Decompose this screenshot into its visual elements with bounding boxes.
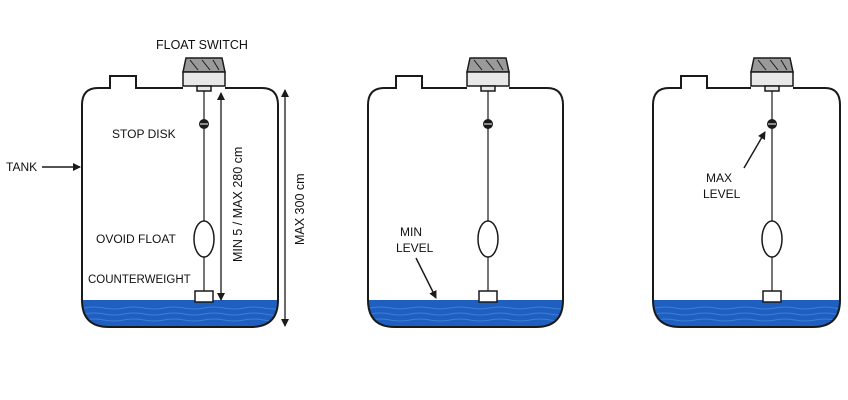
water-ripples-tank-3 [654, 306, 840, 322]
tank-height-label: MAX 300 cm [293, 173, 307, 245]
counterweight-label: COUNTERWEIGHT [88, 274, 191, 286]
ovoid-float-label: OVOID FLOAT [96, 232, 176, 246]
tank-2-body [367, 87, 564, 328]
cable-length-label: MIN 5 / MAX 280 cm [231, 147, 245, 262]
water-ripples-tank-2 [369, 306, 563, 322]
tank-2-vent-neck [395, 75, 423, 90]
tank-2: MIN LEVEL [367, 57, 564, 328]
min-level-label-line2: LEVEL [396, 241, 434, 255]
max-level-label-line1: MAX [706, 171, 732, 185]
counterweight-3 [762, 290, 782, 303]
counterweight-1 [194, 290, 214, 303]
ovoid-float-1 [193, 220, 215, 258]
ovoid-float-2 [477, 220, 499, 258]
max-level-arrow [743, 131, 766, 169]
min-level-label-line1: MIN [400, 225, 422, 239]
tank-3-body [652, 87, 841, 328]
float-switch-head-1 [182, 57, 226, 92]
max-level-label-line2: LEVEL [703, 187, 741, 201]
min-level-arrow [415, 257, 437, 299]
tank-3-vent-neck [680, 75, 708, 90]
tank-3: MAX LEVEL [652, 57, 841, 328]
float-switch-label: FLOAT SWITCH [156, 38, 248, 52]
tank-1-vent-neck [109, 75, 137, 90]
tank-label: TANK [6, 160, 37, 174]
float-switch-head-3 [750, 57, 794, 92]
counterweight-2 [478, 290, 498, 303]
stop-disk-label: STOP DISK [112, 127, 176, 141]
float-switch-head-2 [466, 57, 510, 92]
water-ripples-tank-1 [83, 306, 278, 322]
tank-1-body [81, 87, 279, 328]
ovoid-float-3 [761, 220, 783, 258]
tank-1: FLOAT SWITCH TANK STOP DISK OVOID FLOAT … [6, 38, 307, 328]
